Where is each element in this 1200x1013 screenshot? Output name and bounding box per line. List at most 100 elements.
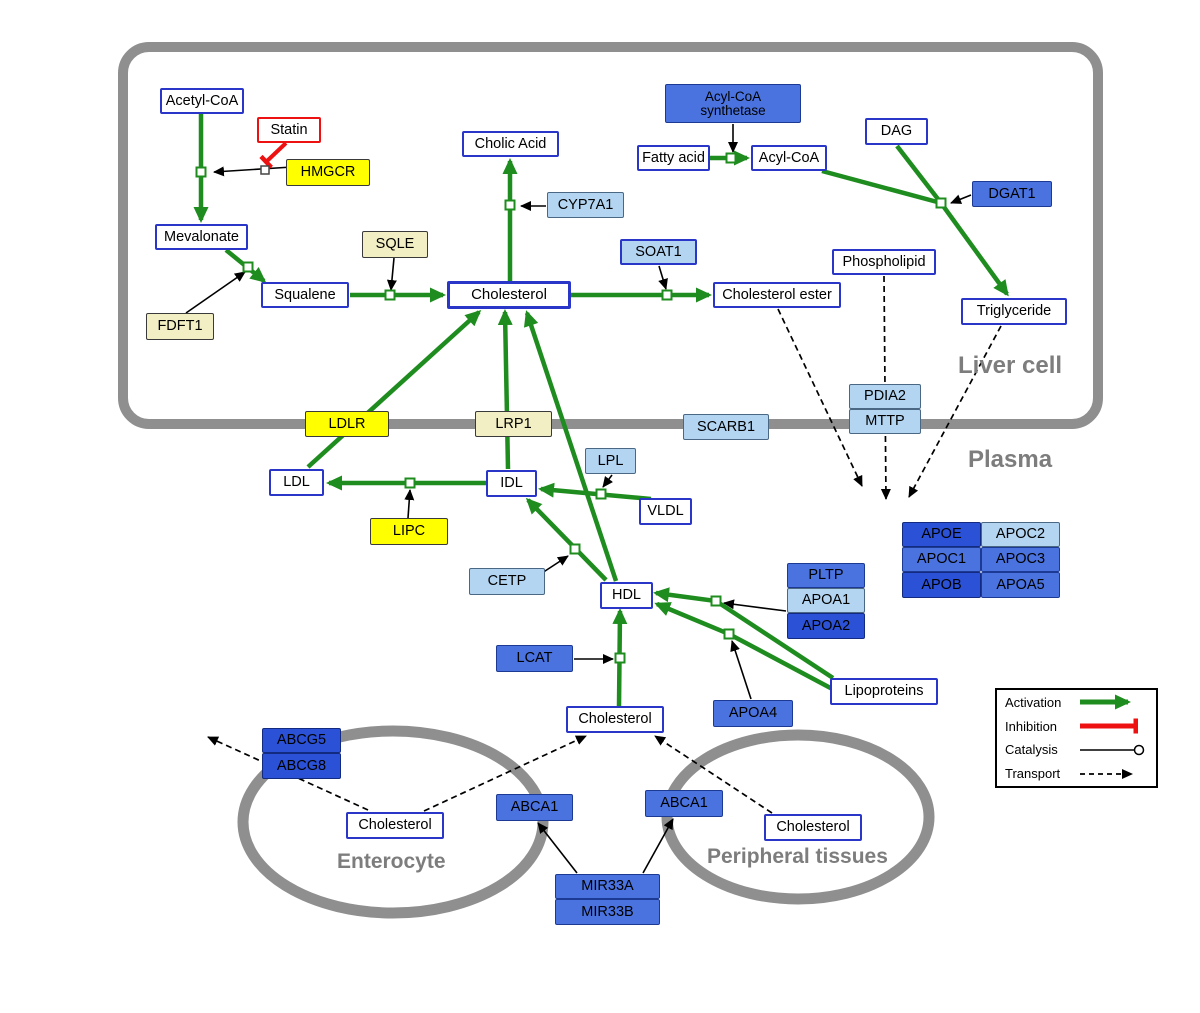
edge-cetp-catalysis xyxy=(541,555,569,574)
reaction-square-fattyacid-acylcoa xyxy=(725,152,737,164)
soat1-node[interactable]: SOAT1 xyxy=(620,239,697,265)
dag-node[interactable]: DAG xyxy=(865,118,928,145)
cholesterol-ester-node[interactable]: Cholesterol ester xyxy=(713,282,841,308)
edge-mir33-abca1-peripheral xyxy=(642,818,674,874)
hmgcr-node[interactable]: HMGCR xyxy=(286,159,370,186)
hdl-node[interactable]: HDL xyxy=(600,582,653,609)
ldlr-node[interactable]: LDLR xyxy=(305,411,389,437)
edge-statin-inhibition xyxy=(259,141,288,169)
reaction-square-cholesterol-hdl xyxy=(614,652,626,664)
legend-catalysis-label: Catalysis xyxy=(1005,742,1058,758)
lcat-node[interactable]: LCAT xyxy=(496,645,573,672)
mir33b-node[interactable]: MIR33B xyxy=(555,899,660,925)
dgat1-node[interactable]: DGAT1 xyxy=(972,181,1052,207)
abcg8-node[interactable]: ABCG8 xyxy=(262,753,341,779)
abca1-enterocyte-node[interactable]: ABCA1 xyxy=(496,794,573,821)
abca1-peripheral-node[interactable]: ABCA1 xyxy=(645,790,723,817)
apoa1-node[interactable]: APOA1 xyxy=(787,588,865,613)
cholesterol-peripheral-node[interactable]: Cholesterol xyxy=(764,814,862,841)
idl-node[interactable]: IDL xyxy=(486,470,537,497)
triglyceride-node[interactable]: Triglyceride xyxy=(961,298,1067,325)
pdia2-node[interactable]: PDIA2 xyxy=(849,384,921,409)
activation-arrow-icon xyxy=(1080,694,1131,710)
mir33a-node[interactable]: MIR33A xyxy=(555,874,660,899)
reaction-square-lipoproteins-hdl-2 xyxy=(723,628,735,640)
peripheral-tissues-membrane xyxy=(661,729,935,905)
edge-sqle-catalysis xyxy=(386,257,397,291)
apoa2-node[interactable]: APOA2 xyxy=(787,613,865,639)
edge-cholesterolester-plasma xyxy=(777,308,863,487)
enterocyte-membrane xyxy=(237,725,549,919)
edge-apoa4-catalysis xyxy=(730,640,752,700)
acetyl-coa-node[interactable]: Acetyl-CoA xyxy=(160,88,244,114)
edge-soat1-catalysis xyxy=(658,265,668,290)
enterocyte-label: Enterocyte xyxy=(337,850,446,873)
liver-cell-label: Liver cell xyxy=(958,352,1063,379)
scarb1-node[interactable]: SCARB1 xyxy=(683,414,769,440)
apoa4-node[interactable]: APOA4 xyxy=(713,700,793,727)
reaction-square-lipoproteins-hdl-1 xyxy=(710,595,722,607)
edge-apoa-stack-catalysis xyxy=(723,599,787,612)
cholesterol-plasma-node[interactable]: Cholesterol xyxy=(566,706,664,733)
liver-cell-membrane xyxy=(118,42,1103,429)
legend-row-catalysis: Catalysis xyxy=(997,738,1156,761)
acyl-coa-synthetase-node[interactable]: Acyl-CoA synthetase xyxy=(665,84,801,123)
acyl-coa-node[interactable]: Acyl-CoA xyxy=(751,145,827,171)
legend-row-activation: Activation xyxy=(997,691,1156,714)
edge-peripheral-cholesterol-plasma xyxy=(654,735,773,814)
apoe-node[interactable]: APOE xyxy=(902,522,981,547)
vldl-node[interactable]: VLDL xyxy=(639,498,692,525)
ldl-node[interactable]: LDL xyxy=(269,469,324,496)
apob-node[interactable]: APOB xyxy=(902,572,981,598)
edge-mir33-abca1-enterocyte xyxy=(537,822,578,874)
reaction-square-cholesterol-cholicacid xyxy=(504,199,516,211)
edge-junction-triglyceride xyxy=(939,201,1009,297)
lipc-node[interactable]: LIPC xyxy=(370,518,448,545)
reaction-square-mevalonate-squalene xyxy=(242,261,254,273)
edge-idl-cholesterol xyxy=(497,309,513,470)
legend: Activation Inhibition Catalysis Transpor… xyxy=(995,688,1158,788)
apoa5-node[interactable]: APOA5 xyxy=(981,572,1060,598)
statin-node[interactable]: Statin xyxy=(257,117,321,143)
cyp7a1-node[interactable]: CYP7A1 xyxy=(547,192,624,218)
cholesterol-enterocyte-node[interactable]: Cholesterol xyxy=(346,812,444,839)
edge-dag-junction xyxy=(895,144,943,205)
reaction-square-hdl-idl xyxy=(569,543,581,555)
edge-lpl-catalysis xyxy=(602,474,613,488)
cholesterol-liver-node[interactable]: Cholesterol xyxy=(447,281,571,309)
plasma-label: Plasma xyxy=(968,446,1053,473)
apoc1-node[interactable]: APOC1 xyxy=(902,547,981,572)
fdft1-node[interactable]: FDFT1 xyxy=(146,313,214,340)
edge-fdft1-catalysis xyxy=(185,271,246,314)
edge-ldl-cholesterol xyxy=(306,309,482,469)
catalysis-square-0 xyxy=(260,165,270,175)
mevalonate-node[interactable]: Mevalonate xyxy=(155,224,248,250)
apoc2-node[interactable]: APOC2 xyxy=(981,522,1060,547)
mttp-node[interactable]: MTTP xyxy=(849,409,921,434)
fatty-acid-node[interactable]: Fatty acid xyxy=(637,145,710,171)
edge-lipc-catalysis xyxy=(404,489,415,519)
catalysis-circle-icon xyxy=(1080,744,1145,756)
edge-acylcoa-junction xyxy=(821,168,942,206)
reaction-square-junction-triglyceride xyxy=(935,197,947,209)
legend-row-inhibition: Inhibition xyxy=(997,715,1156,738)
lipoproteins-node[interactable]: Lipoproteins xyxy=(830,678,938,705)
edge-hdl-cholesterol xyxy=(523,310,619,582)
legend-inhibition-label: Inhibition xyxy=(1005,718,1058,734)
lpl-node[interactable]: LPL xyxy=(585,448,636,474)
inhibition-tbar-icon xyxy=(1080,718,1138,734)
cetp-node[interactable]: CETP xyxy=(469,568,545,595)
squalene-node[interactable]: Squalene xyxy=(261,282,349,308)
edge-hdl-idl xyxy=(525,497,608,582)
sqle-node[interactable]: SQLE xyxy=(362,231,428,258)
pltp-node[interactable]: PLTP xyxy=(787,563,865,588)
legend-transport-label: Transport xyxy=(1005,766,1061,782)
phospholipid-node[interactable]: Phospholipid xyxy=(832,249,936,275)
transport-dashed-arrow-icon xyxy=(1080,768,1133,779)
abcg5-node[interactable]: ABCG5 xyxy=(262,728,341,753)
apoc3-node[interactable]: APOC3 xyxy=(981,547,1060,572)
lrp1-node[interactable]: LRP1 xyxy=(475,411,552,437)
cholic-acid-node[interactable]: Cholic Acid xyxy=(462,131,559,157)
